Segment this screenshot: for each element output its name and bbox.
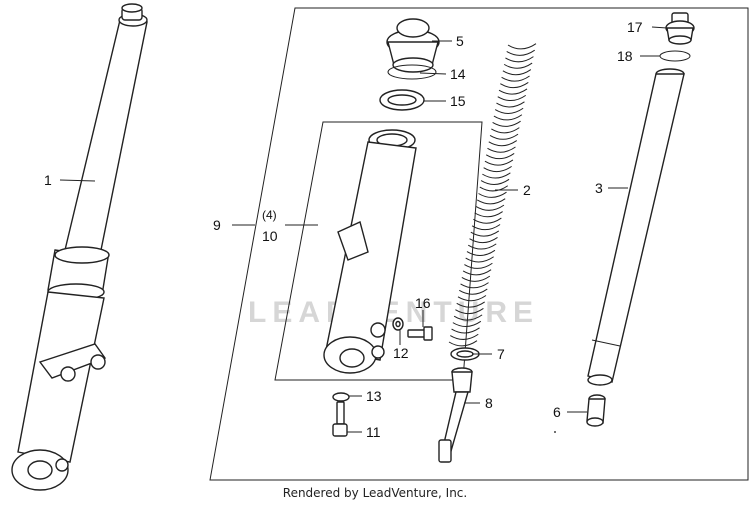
bolt-16 (407, 326, 433, 341)
callout-1: 1 (44, 172, 52, 188)
callout-8: 8 (485, 395, 493, 411)
washer-12 (392, 317, 404, 331)
speck-mark (554, 431, 556, 433)
exploded-view-frame (209, 7, 749, 481)
callout-4: (4) (262, 208, 277, 222)
o-ring (659, 50, 691, 62)
callout-15: 15 (450, 93, 466, 109)
oil-lock-piece (586, 394, 606, 427)
callout-9: 9 (213, 217, 221, 233)
snap-ring (387, 64, 437, 80)
callout-5: 5 (456, 33, 464, 49)
fork-slider (323, 129, 417, 374)
leader-lines (59, 26, 668, 433)
callout-11: 11 (366, 424, 381, 440)
dust-seal (386, 18, 440, 73)
callout-16: 16 (415, 295, 431, 311)
fork-cap-bolt (665, 12, 695, 45)
piston-ring (450, 347, 480, 361)
assembled-fork-leg (11, 3, 148, 491)
callout-18: 18 (617, 48, 633, 64)
damper-rod (438, 367, 473, 463)
callout-3: 3 (595, 180, 603, 196)
callout-10: 10 (262, 228, 278, 244)
callout-14: 14 (450, 66, 466, 82)
callout-2: 2 (523, 182, 531, 198)
fork-pipe (587, 68, 685, 386)
callouts: 1 2 3 (4) 5 6 7 8 9 10 11 12 13 14 15 16… (44, 19, 643, 440)
washer-13 (332, 392, 350, 402)
callout-6: 6 (553, 404, 561, 420)
footer-credit: Rendered by LeadVenture, Inc. (282, 486, 468, 500)
callout-7: 7 (497, 346, 505, 362)
bolt-11 (332, 401, 348, 437)
fork-spring (448, 43, 537, 347)
oil-seal (379, 89, 425, 111)
callout-17: 17 (627, 19, 643, 35)
callout-12: 12 (393, 345, 409, 361)
callout-13: 13 (366, 388, 382, 404)
